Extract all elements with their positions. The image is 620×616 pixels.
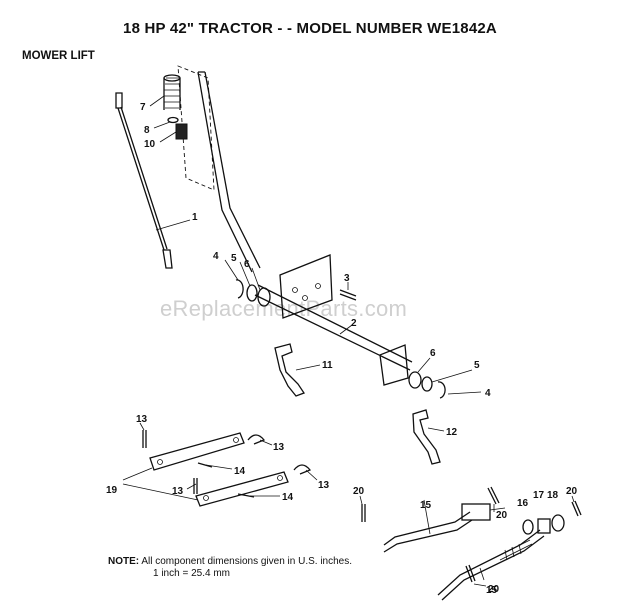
callout-20-b: 20 bbox=[496, 510, 508, 521]
callout-20-a: 20 bbox=[353, 486, 365, 497]
callout-2: 2 bbox=[351, 318, 357, 329]
part-bushings-right bbox=[408, 371, 446, 399]
callout-5-right: 5 bbox=[474, 360, 480, 371]
part-pins-20 bbox=[361, 486, 582, 583]
part-clips-13 bbox=[142, 430, 312, 494]
callout-17: 17 bbox=[533, 490, 545, 501]
callout-8: 8 bbox=[144, 125, 150, 136]
diagram-title: 18 HP 42" TRACTOR - - MODEL NUMBER WE184… bbox=[123, 20, 497, 37]
part-bracket-11 bbox=[274, 343, 305, 397]
note-label: NOTE: bbox=[108, 556, 140, 567]
part-bushings-left bbox=[235, 279, 271, 307]
part-spring bbox=[163, 74, 181, 110]
callout-14-a: 14 bbox=[234, 466, 246, 477]
section-label: MOWER LIFT bbox=[22, 50, 95, 62]
callout-11: 11 bbox=[322, 360, 333, 371]
callout-16: 16 bbox=[517, 498, 529, 509]
callout-6-left: 6 bbox=[244, 259, 250, 270]
callout-13-d: 13 bbox=[318, 480, 330, 491]
callout-13-b: 13 bbox=[273, 442, 285, 453]
callout-6-right: 6 bbox=[430, 348, 436, 359]
part-collar bbox=[175, 123, 188, 140]
callout-18: 18 bbox=[547, 490, 559, 501]
note-line-1: All component dimensions given in U.S. i… bbox=[141, 556, 353, 567]
part-lift-links bbox=[149, 432, 289, 507]
callout-15-upper: 15 bbox=[420, 500, 432, 511]
part-adjuster bbox=[522, 514, 565, 535]
callout-5-left: 5 bbox=[231, 253, 237, 264]
callout-12: 12 bbox=[446, 427, 458, 438]
part-lift-shaft bbox=[254, 254, 413, 386]
dimension-note: NOTE: All component dimensions given in … bbox=[108, 556, 352, 580]
leader-lines bbox=[122, 95, 575, 587]
callout-19: 19 bbox=[106, 485, 118, 496]
callout-13-c: 13 bbox=[172, 486, 184, 497]
part-pins-14 bbox=[197, 462, 255, 498]
callout-14-b: 14 bbox=[282, 492, 294, 503]
callout-3: 3 bbox=[344, 273, 350, 284]
part-link-rod-upper bbox=[383, 503, 506, 553]
callout-7: 7 bbox=[140, 102, 146, 113]
note-line-2: 1 inch = 25.4 mm bbox=[153, 568, 230, 579]
callout-13-a: 13 bbox=[136, 414, 148, 425]
part-pin bbox=[339, 289, 357, 301]
part-link-rod-lower bbox=[437, 529, 545, 601]
part-lift-rod bbox=[115, 92, 173, 269]
callout-20-d: 20 bbox=[488, 584, 500, 595]
callout-15-lower: 15 bbox=[486, 585, 498, 596]
part-bracket-12 bbox=[412, 409, 441, 465]
callout-labels: 1 2 3 4 4 5 5 6 6 7 8 10 11 12 13 13 13 … bbox=[106, 102, 578, 596]
part-washer bbox=[167, 116, 179, 124]
callout-4-right: 4 bbox=[485, 388, 491, 399]
callout-20-c: 20 bbox=[566, 486, 578, 497]
callout-4-left: 4 bbox=[213, 251, 219, 262]
callout-1: 1 bbox=[192, 212, 198, 223]
callout-10: 10 bbox=[144, 139, 156, 150]
part-lift-handle bbox=[197, 71, 261, 273]
